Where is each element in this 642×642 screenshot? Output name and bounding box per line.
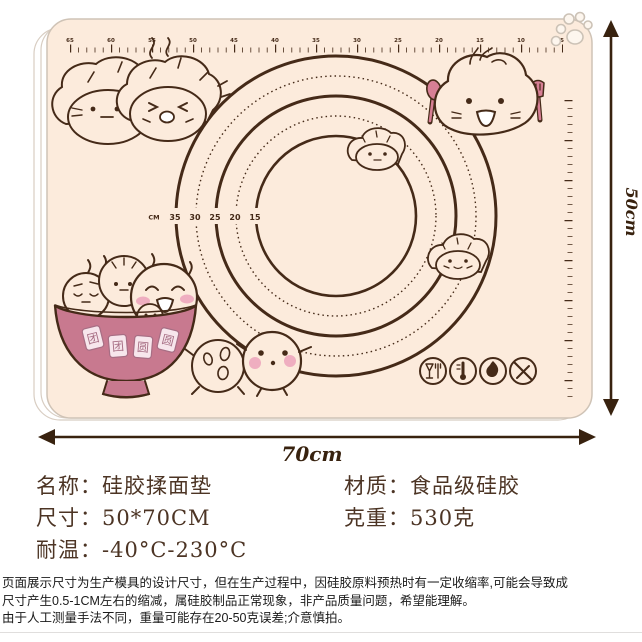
circle-unit-label: CM <box>148 214 159 222</box>
spec-value: 硅胶揉面垫 <box>102 474 212 498</box>
spec-value: 530克 <box>410 506 476 530</box>
dumpling-bowl-illustration: 团 团 圆 圆 <box>53 253 199 399</box>
specs-left-column: 名称：硅胶揉面垫 尺寸：50*70CM 耐温：-40°C-230°C <box>36 470 247 566</box>
arrow-up-icon <box>603 20 619 37</box>
spec-value: 50*70CM <box>102 506 211 530</box>
food-safe-icon <box>419 357 447 385</box>
flame-icon <box>479 357 507 385</box>
circle-size-label: 15 <box>249 213 261 222</box>
baozi-character-illustration <box>426 47 545 136</box>
bowl-stamp-char: 圆 <box>136 340 149 355</box>
bowl-stamp: 团 <box>81 325 105 351</box>
ruler-label: 25 <box>394 38 402 44</box>
bowl-stamp: 圆 <box>156 327 180 353</box>
circle-size-label: 30 <box>189 213 201 222</box>
specs-right-column: 材质：食品级硅胶 克重：530克 <box>344 470 520 534</box>
ruler-label: 55 <box>148 38 156 44</box>
circle-size-label: 25 <box>209 213 221 222</box>
dumpling-pair-illustration <box>51 37 231 145</box>
spec-label: 名称： <box>36 474 102 498</box>
spec-weight: 克重：530克 <box>344 502 520 534</box>
width-arrow: 70cm <box>38 429 596 466</box>
spec-size: 尺寸：50*70CM <box>36 502 247 534</box>
temperature-icon <box>449 357 477 385</box>
disclaimer-line: 尺寸产生0.5-1CM左右的缩减，属硅胶制品正常现象，非产品质量问题，希望能理解… <box>2 593 475 608</box>
bowl-stamp: 团 <box>107 333 129 359</box>
safety-icons <box>419 357 537 385</box>
dough-ball-illustrations <box>184 330 312 397</box>
width-dimension-label: 70cm <box>281 442 342 466</box>
ruler-label: 15 <box>476 38 484 44</box>
arrow-down-icon <box>603 399 619 416</box>
spec-label: 耐温： <box>36 538 102 562</box>
spec-name: 名称：硅胶揉面垫 <box>36 470 247 502</box>
ruler-label: 50 <box>189 38 197 44</box>
circle-size-label: 20 <box>229 213 241 222</box>
bowl-stamp: 圆 <box>132 334 154 360</box>
ruler-label: 5 <box>560 38 564 44</box>
ruler-label: 65 <box>66 38 74 44</box>
small-dumpling-1-illustration <box>346 127 406 171</box>
disclaimer-text: 页面展示尺寸为生产模具的设计尺寸，但在生产过程中，因硅胶原料预热时有一定收缩率,… <box>2 575 642 628</box>
circle-labels: CM 35 30 25 20 15 <box>147 208 263 224</box>
disclaimer-line: 由于人工测量手法不同，重量可能存在20-50克误差;介意慎拍。 <box>2 611 350 625</box>
paw-print-icon <box>550 11 593 47</box>
spec-label: 尺寸： <box>36 506 102 530</box>
spec-material: 材质：食品级硅胶 <box>344 470 520 502</box>
bowl-stamp-char: 团 <box>86 330 101 346</box>
arrow-right-icon <box>579 429 596 445</box>
ruler-label: 40 <box>271 38 279 44</box>
spec-value: 食品级硅胶 <box>410 474 520 498</box>
ruler-label: 45 <box>230 38 238 44</box>
bowl-stamp-char: 圆 <box>160 332 175 348</box>
height-dimension-label: 50cm <box>622 188 641 237</box>
ruler-label: 60 <box>107 38 115 44</box>
spec-label: 克重： <box>344 506 410 530</box>
ruler-label: 20 <box>435 38 443 44</box>
bowl-stamp-char: 团 <box>111 339 124 354</box>
ruler-label: 35 <box>312 38 320 44</box>
spec-label: 材质： <box>344 474 410 498</box>
spec-temperature: 耐温：-40°C-230°C <box>36 534 247 566</box>
no-sharp-objects-icon <box>509 357 537 385</box>
spec-value: -40°C-230°C <box>102 538 248 562</box>
circle-size-label: 35 <box>169 213 181 222</box>
ruler-label: 10 <box>517 38 525 44</box>
arrow-left-icon <box>38 429 55 445</box>
height-arrow: 50cm <box>603 20 641 416</box>
section-divider <box>0 632 642 633</box>
small-dumpling-2-illustration <box>427 233 490 280</box>
steam-icon <box>149 37 171 59</box>
measure-circles <box>174 54 498 378</box>
ruler-label: 30 <box>353 38 361 44</box>
disclaimer-line: 页面展示尺寸为生产模具的设计尺寸，但在生产过程中，因硅胶原料预热时有一定收缩率,… <box>2 576 568 590</box>
